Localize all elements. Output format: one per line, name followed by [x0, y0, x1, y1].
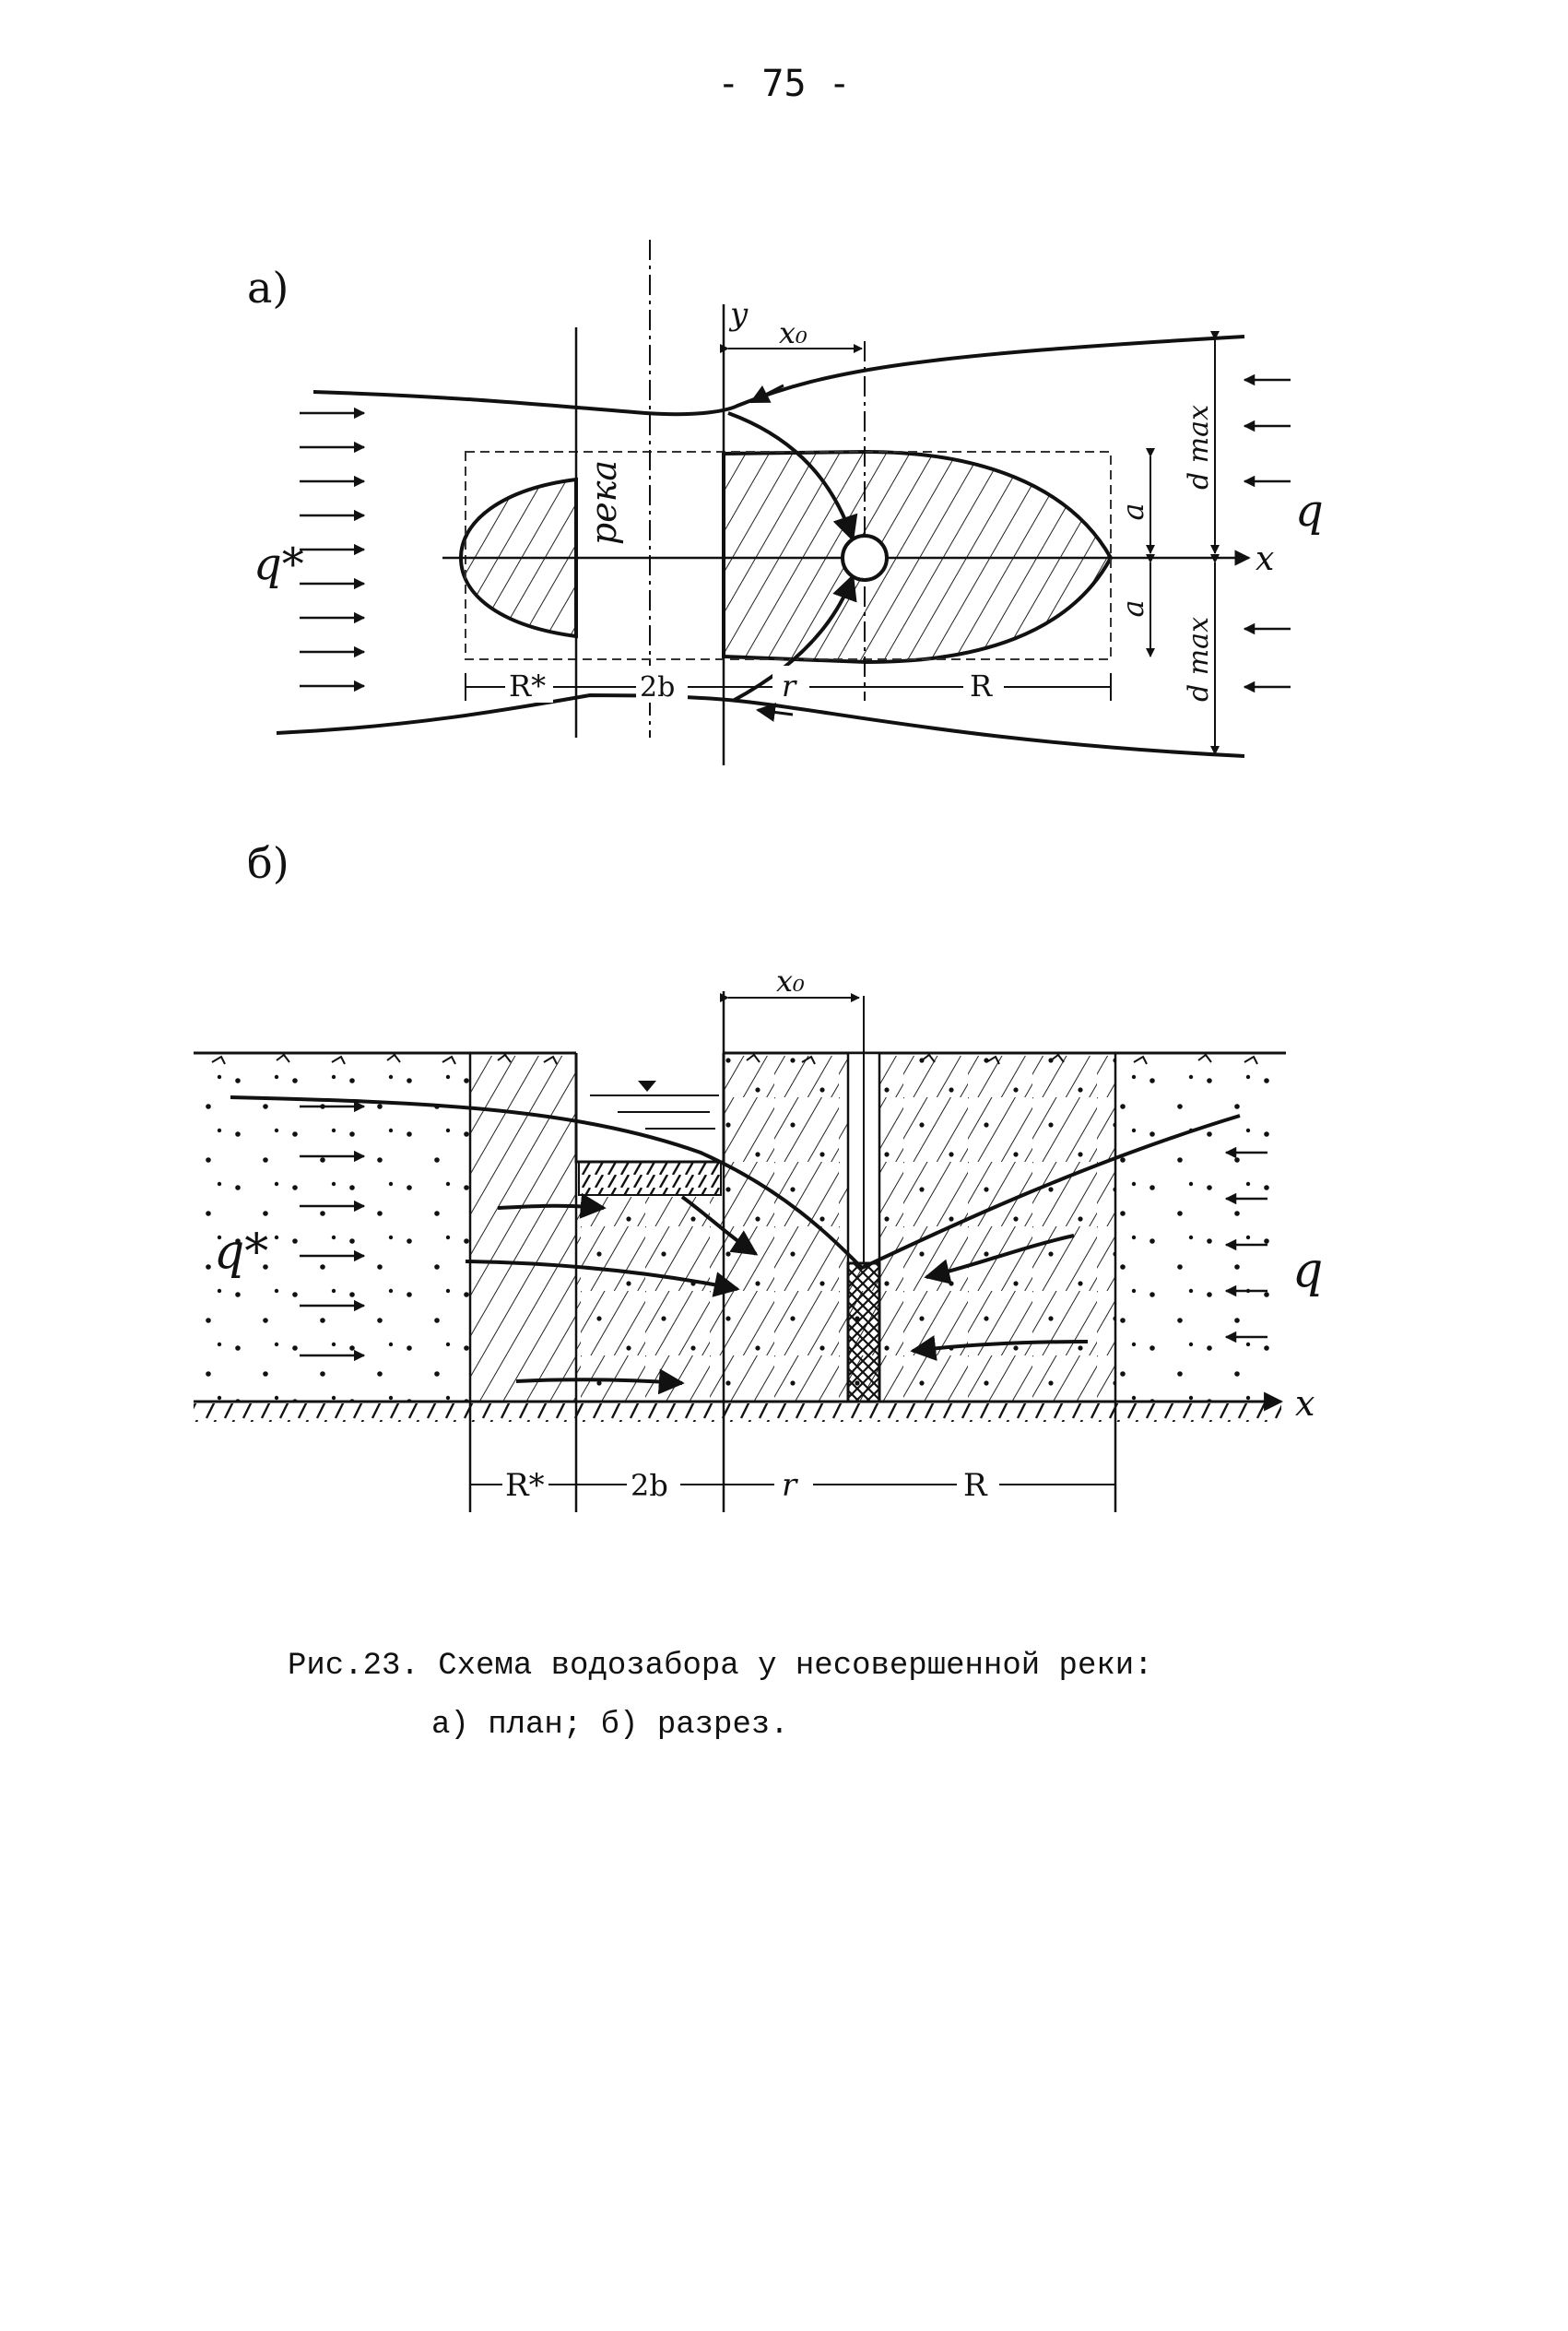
- panel-b: б) x: [194, 838, 1323, 1512]
- figure-caption-line2: а) план; б) разрез.: [431, 1708, 789, 1743]
- label-bg: [502, 1464, 548, 1501]
- inflow-arrows-right: [1243, 373, 1291, 693]
- label-bg: [627, 1464, 680, 1501]
- water-level-marker: [638, 1081, 656, 1092]
- label-bg: [963, 666, 1004, 703]
- page-number: - 75 -: [717, 63, 851, 105]
- dim-r-label-b: r: [782, 1467, 798, 1504]
- river-bed-filter: [578, 1161, 722, 1196]
- x-axis-label-b: x: [1295, 1383, 1315, 1424]
- label-bg: [636, 666, 688, 703]
- panel-a: а) x y x₀ река: [247, 240, 1324, 765]
- figure-caption-line1: Рис.23. Схема водозабора у несовершенной…: [288, 1649, 1153, 1684]
- x0-label: x₀: [779, 315, 808, 350]
- boundary-arrow-lower: [755, 703, 794, 722]
- aquifer-left-sand: [194, 1056, 470, 1402]
- dim-r-label: r: [782, 669, 797, 704]
- label-bg: [774, 1464, 813, 1501]
- q-label-b: q: [1292, 1243, 1323, 1298]
- x0-label-b: x₀: [776, 964, 805, 999]
- panel-b-label: б): [247, 838, 289, 888]
- dmax-label-upper: d max: [1183, 405, 1215, 490]
- panel-a-label: а): [247, 263, 289, 313]
- hatched-zone-under-river: [576, 1197, 724, 1402]
- aquifer-right-sand: [1115, 1056, 1286, 1402]
- a-label-upper: a: [1115, 503, 1150, 520]
- river-channel: [574, 1053, 725, 1164]
- dim-R-label: R: [970, 669, 993, 704]
- inflow-arrows-left-b: [300, 1100, 366, 1362]
- inflow-arrows-right-b: [1224, 1146, 1267, 1343]
- label-bg: [957, 1464, 999, 1501]
- q-star-label-b: q*: [214, 1225, 268, 1280]
- upper-boundary-streamline: [312, 335, 1245, 417]
- label-bg: [772, 666, 809, 703]
- river-label: река: [584, 460, 624, 545]
- label-bg: [505, 666, 553, 703]
- a-label-lower: a: [1115, 599, 1150, 617]
- dashed-boundary: [465, 451, 1112, 660]
- dim-2b-label-b: 2b: [631, 1468, 668, 1503]
- y-axis-label: y: [728, 296, 749, 333]
- bedrock-hatch: [194, 1403, 1281, 1422]
- dmax-label-lower: d max: [1183, 617, 1215, 702]
- well-screen: [846, 1261, 881, 1403]
- q-star-label-a: q*: [253, 538, 304, 590]
- dim-Rstar-label-b: R*: [505, 1467, 545, 1504]
- q-label-a: q: [1295, 485, 1324, 537]
- dim-2b-label: 2b: [640, 671, 675, 704]
- dividing-streamline-lower: [732, 574, 857, 703]
- flow-arrows: [465, 1192, 1089, 1395]
- inflow-arrows-left: [300, 407, 366, 692]
- depression-curve: [230, 1095, 1241, 1271]
- well-circle: [841, 534, 889, 582]
- lower-boundary-streamline: [276, 692, 1245, 758]
- x-axis-label: x: [1256, 540, 1274, 578]
- dim-R-label-b: R: [963, 1467, 988, 1504]
- dividing-streamline-upper: [727, 411, 858, 542]
- boundary-arrow-upper: [749, 384, 784, 404]
- soil-marks: [211, 1053, 1258, 1065]
- dim-Rstar-label: R*: [509, 669, 546, 704]
